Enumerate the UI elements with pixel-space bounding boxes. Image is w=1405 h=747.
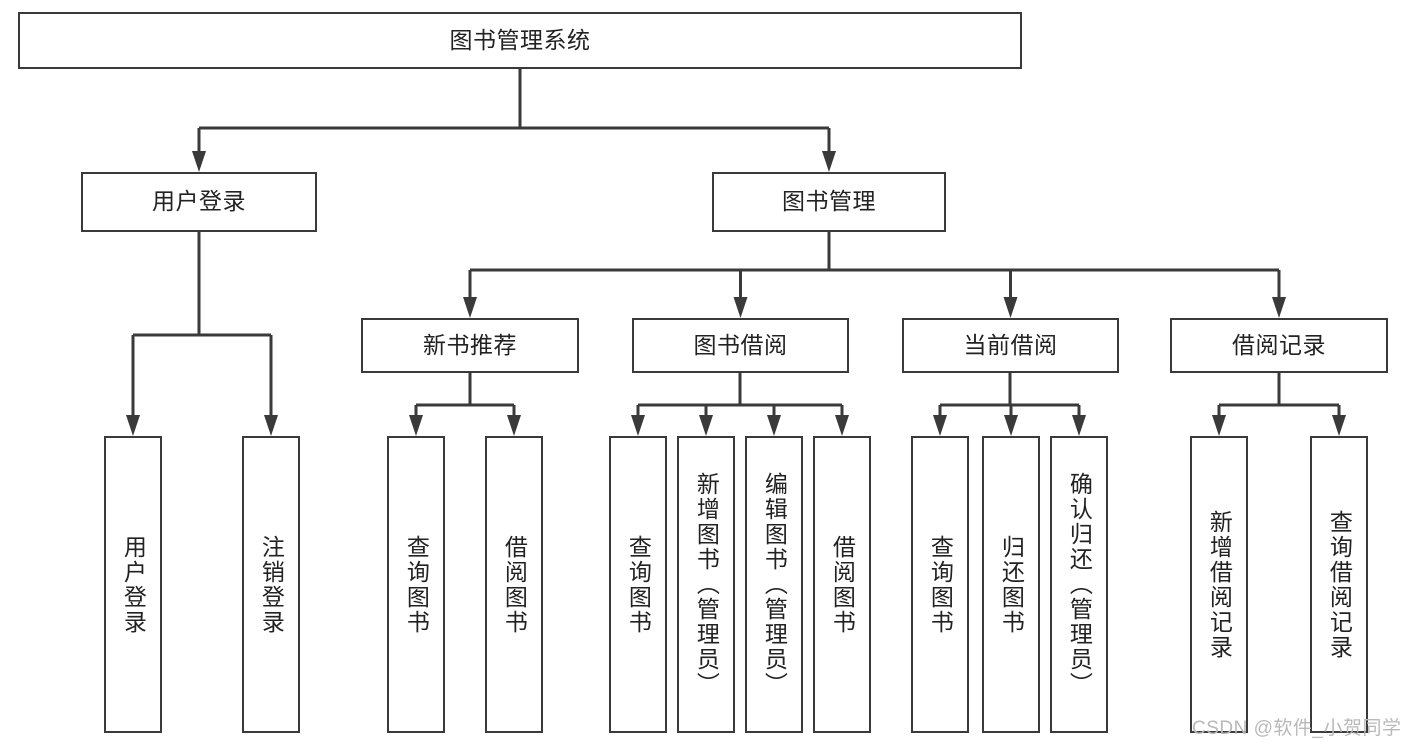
node-leaf-8: 查询图书: [911, 436, 969, 733]
watermark: CSDN @软件_小贺同学: [1192, 718, 1402, 739]
node-level2-0: 用户登录: [81, 172, 317, 232]
node-label: 编辑图书（管理员）: [761, 472, 788, 697]
node-leaf-3: 借阅图书: [485, 436, 543, 733]
node-leaf-12: 查询借阅记录: [1310, 436, 1368, 733]
node-level2-1: 图书管理: [712, 172, 946, 232]
node-label: 查询借阅记录: [1326, 509, 1353, 660]
node-label: 用户登录: [152, 188, 246, 215]
node-level3-0: 新书推荐: [361, 318, 579, 373]
node-leaf-11: 新增借阅记录: [1190, 436, 1248, 733]
node-level3-1: 图书借阅: [632, 318, 849, 373]
node-leaf-7: 借阅图书: [813, 436, 871, 733]
node-label: 图书管理: [782, 188, 876, 215]
node-leaf-1: 注销登录: [242, 436, 300, 733]
node-label: 查询图书: [403, 534, 430, 635]
node-label: 归还图书: [998, 534, 1025, 635]
node-root: 图书管理系统: [18, 12, 1022, 69]
node-label: 借阅记录: [1232, 331, 1326, 358]
node-label: 注销登录: [258, 534, 285, 635]
node-label: 新增借阅记录: [1206, 509, 1233, 660]
node-level3-3: 借阅记录: [1170, 318, 1388, 373]
node-leaf-2: 查询图书: [387, 436, 445, 733]
node-leaf-0: 用户登录: [104, 436, 162, 733]
node-leaf-10: 确认归还（管理员）: [1050, 436, 1108, 733]
node-label: 用户登录: [120, 534, 147, 635]
node-leaf-9: 归还图书: [982, 436, 1040, 733]
node-leaf-6: 编辑图书（管理员）: [745, 436, 803, 733]
node-label: 确认归还（管理员）: [1066, 472, 1093, 697]
node-label: 新增图书（管理员）: [693, 472, 720, 697]
node-label: 图书借阅: [693, 331, 788, 358]
node-label: 借阅图书: [829, 534, 856, 635]
node-label: 借阅图书: [501, 534, 528, 635]
node-label: 查询图书: [927, 534, 954, 635]
node-label: 当前借阅: [963, 331, 1058, 358]
node-label: 查询图书: [625, 534, 652, 635]
node-leaf-4: 查询图书: [609, 436, 667, 733]
node-label: 新书推荐: [423, 331, 517, 358]
node-label: 图书管理系统: [449, 26, 591, 53]
node-leaf-5: 新增图书（管理员）: [677, 436, 735, 733]
node-level3-2: 当前借阅: [902, 318, 1119, 373]
